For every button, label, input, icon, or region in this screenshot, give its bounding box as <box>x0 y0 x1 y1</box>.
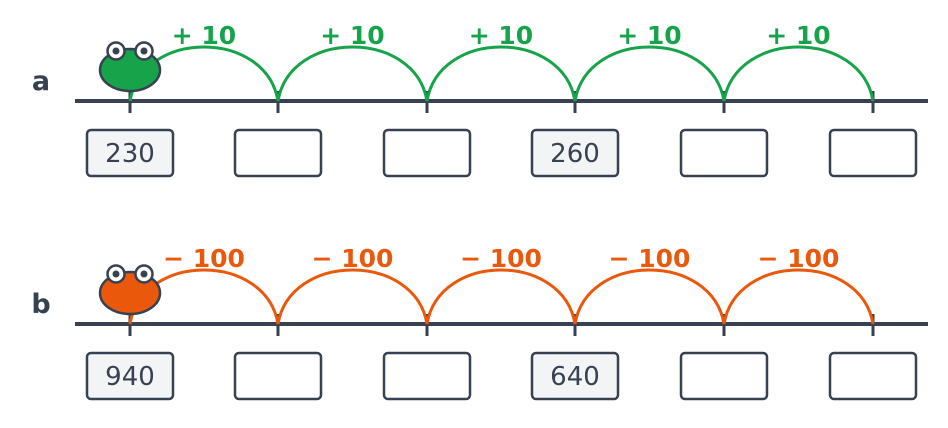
jump-label: + 10 <box>766 21 830 50</box>
value-box: 640 <box>530 351 620 401</box>
box-value: 940 <box>105 362 155 392</box>
row-a: a + 10 + 10 + 10 + 10 + 10 230 260 <box>32 21 928 178</box>
frog-icon <box>98 264 162 316</box>
box-value: 230 <box>105 139 155 169</box>
jump-arc <box>276 45 429 102</box>
box-value: 260 <box>550 139 600 169</box>
answer-box[interactable] <box>679 351 769 401</box>
value-box: 260 <box>530 128 620 178</box>
frog-icon <box>98 41 162 93</box>
jump-arc <box>425 45 577 102</box>
jump-arc <box>573 268 726 325</box>
jump-label: + 10 <box>469 21 533 50</box>
value-box: 230 <box>85 128 175 178</box>
jump-label: − 100 <box>758 244 840 273</box>
jump-label: + 10 <box>172 21 236 50</box>
answer-box[interactable] <box>233 128 323 178</box>
jump-arc <box>573 45 726 102</box>
jump-arc <box>425 268 577 325</box>
jump-arc <box>722 268 875 325</box>
answer-box[interactable] <box>233 351 323 401</box>
answer-box[interactable] <box>828 128 918 178</box>
box-value: 640 <box>550 362 600 392</box>
answer-box[interactable] <box>382 351 472 401</box>
jump-label: − 100 <box>163 244 245 273</box>
jump-label: + 10 <box>320 21 384 50</box>
row-label: a <box>32 66 50 97</box>
jump-label: + 10 <box>617 21 681 50</box>
row-label: b <box>31 289 50 320</box>
answer-box[interactable] <box>382 128 472 178</box>
jump-label: − 100 <box>312 244 394 273</box>
answer-box[interactable] <box>828 351 918 401</box>
value-box: 940 <box>85 351 175 401</box>
jump-label: − 100 <box>609 244 691 273</box>
jump-arc <box>722 45 875 102</box>
jump-label: − 100 <box>460 244 542 273</box>
row-b: b − 100 − 100 − 100 − 100 − 100 940 640 <box>31 244 928 401</box>
answer-box[interactable] <box>679 128 769 178</box>
jump-arc <box>276 268 429 325</box>
